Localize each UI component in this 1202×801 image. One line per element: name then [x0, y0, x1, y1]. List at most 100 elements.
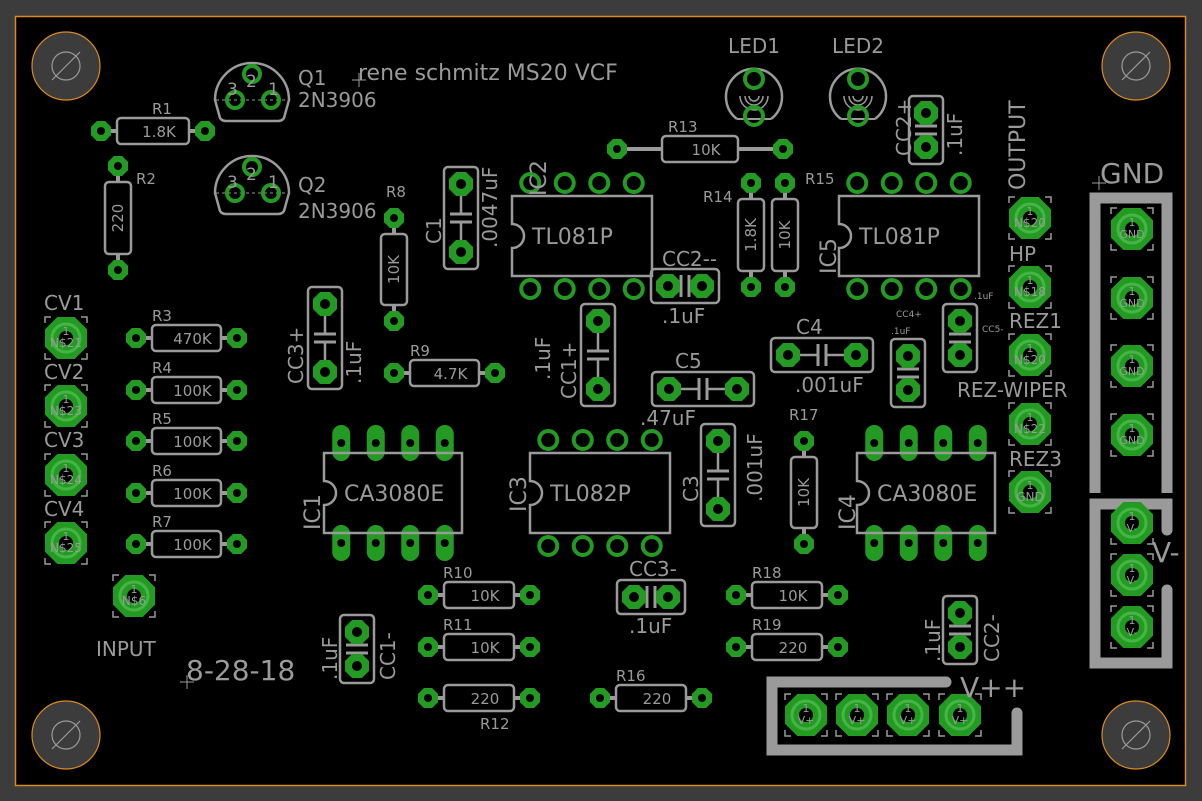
pad-ring: [1116, 559, 1148, 591]
capacitor-cc1minus[interactable]: CC1-.1uF: [318, 613, 400, 685]
capacitor-cc4plus[interactable]: CC4+.1uF: [889, 310, 927, 409]
ic-outline: [510, 194, 654, 278]
pad: [588, 172, 611, 194]
drill-hole: [233, 334, 241, 342]
pad-ring: [1116, 350, 1148, 382]
drill-hole: [1125, 428, 1139, 442]
value-label: .1uF: [629, 614, 672, 638]
led-led1[interactable]: LED1: [724, 34, 784, 127]
capacitor-c1[interactable]: C1.0047uF: [422, 165, 502, 271]
pad-ring: [1014, 339, 1046, 371]
resistor-body: [442, 580, 516, 610]
diameter-icon-slash: [1121, 51, 1151, 81]
connector-corner: [784, 730, 791, 737]
drill-hole: [903, 385, 913, 395]
drill-hole: [456, 179, 466, 189]
pad: [537, 535, 560, 557]
value-label: .47uF: [640, 406, 696, 430]
ref-label: R9: [410, 342, 430, 360]
capacitor-cc3plus[interactable]: CC3+.1uF: [284, 285, 366, 391]
ref-label: R13: [668, 118, 698, 136]
connector-label: CV4: [44, 497, 84, 521]
drill-hole: [921, 108, 931, 118]
capacitor-cc3minus[interactable]: CC3-.1uF: [615, 557, 687, 638]
capacitor-c3[interactable]: C3.001uF: [679, 422, 767, 528]
capacitor-cc2minusminus[interactable]: CC2--.1uF: [649, 247, 721, 328]
pad-ring: [1116, 507, 1148, 539]
header-v-minus[interactable]: 1V-1V-1V-V-: [1089, 498, 1180, 669]
capacitor-cc2minus[interactable]: CC2-.1uF: [921, 594, 1004, 666]
led-led2[interactable]: LED2: [828, 34, 888, 127]
drill-hole: [406, 539, 415, 547]
capacitor-cc1plus[interactable]: CC1+.1uF: [531, 302, 617, 408]
drill-hole: [904, 539, 913, 547]
capacitor-cc5minus[interactable]: CC5-.1uF: [941, 292, 1004, 374]
capacitor-c5[interactable]: C5.47uF: [640, 349, 756, 430]
ic-part-label: CA3080E: [344, 482, 444, 507]
ref-label: R15: [805, 170, 835, 188]
pin-number: 1: [1027, 479, 1034, 492]
pad: [225, 90, 245, 110]
pad-ring: [944, 699, 976, 731]
drill-hole: [800, 540, 808, 548]
ref-label: R19: [752, 616, 782, 634]
pin-number: 1: [803, 702, 810, 715]
transistor-outline: [213, 154, 291, 216]
header-v-plus[interactable]: 1V+1V+1V+1V+V++: [766, 671, 1026, 756]
connector-corner: [1110, 501, 1117, 508]
connector-corner: [1147, 605, 1154, 612]
ref-label: R6: [152, 462, 172, 480]
connector-label: CV1: [44, 291, 84, 315]
pin-number: 1: [1129, 510, 1136, 523]
resistor-body: [115, 116, 191, 146]
ic-part-label: TL082P: [549, 482, 631, 507]
capacitor-cc2plus[interactable]: CC2+.1uF: [892, 94, 967, 166]
connector-corner: [835, 730, 842, 737]
header-label: V-: [1152, 536, 1180, 569]
diameter-icon-slash: [51, 51, 81, 81]
diameter-icon: [1121, 51, 1151, 81]
capacitor-c4[interactable]: C4.001uF: [769, 315, 875, 397]
drill-hole: [664, 384, 674, 394]
ref-label: R11: [443, 616, 473, 634]
pad: [553, 172, 576, 194]
ref-label: R7: [152, 513, 172, 531]
